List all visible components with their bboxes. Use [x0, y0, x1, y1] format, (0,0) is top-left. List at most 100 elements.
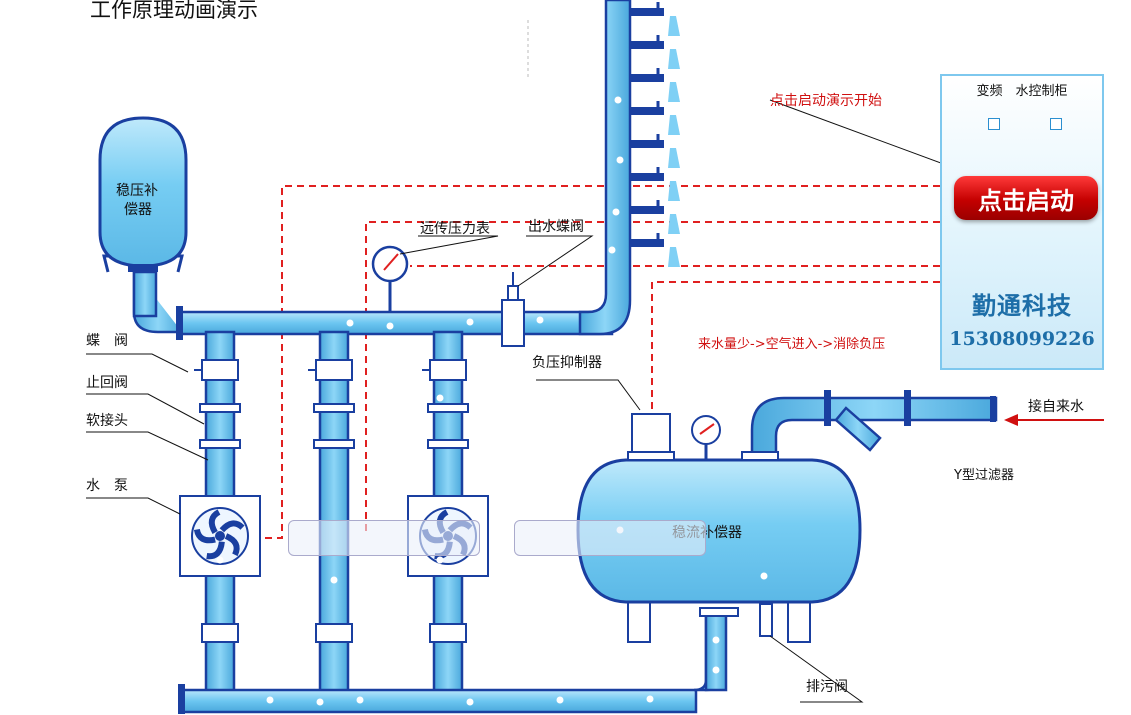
faucet-spout	[630, 173, 664, 181]
bubble	[614, 96, 622, 104]
control-cabinet-panel: 变频 水控制柜 点击启动 勤通科技 15308099226	[940, 74, 1104, 370]
faucet-icon	[630, 233, 680, 267]
page-title: 工作原理动画演示	[90, 0, 258, 22]
outlet-valve-label: 出水蝶阀	[528, 219, 584, 235]
bubble	[612, 208, 620, 216]
remote-pressure-gauge-icon	[371, 245, 409, 312]
bubble	[760, 572, 768, 580]
bubble	[216, 556, 224, 564]
pipe-2-check-valve	[313, 403, 355, 413]
inlet-label: 接自来水	[1028, 399, 1084, 415]
water-spray	[668, 49, 680, 69]
water-spray	[668, 214, 680, 234]
faucet-icon	[630, 68, 680, 102]
pipe-1-check-valve	[199, 403, 241, 413]
outlet-butterfly-valve	[501, 272, 525, 347]
signal-line-suppressor	[651, 281, 940, 412]
bubble	[556, 696, 564, 704]
fan-blade	[208, 509, 221, 534]
pipe-2-soft-joint	[313, 439, 355, 449]
pump-1	[179, 495, 261, 577]
faucet-icon	[630, 35, 680, 69]
fan-blade	[219, 520, 245, 533]
faucet-spout	[630, 41, 664, 49]
water-bubbles	[216, 96, 768, 706]
pump-label: 水 泵	[86, 478, 128, 494]
panel-header: 变频 水控制柜	[976, 84, 1068, 99]
faucet-spout	[630, 8, 664, 16]
faucet-spout	[630, 74, 664, 82]
water-spray	[668, 148, 680, 168]
bubble	[712, 636, 720, 644]
faucet-icon	[630, 2, 680, 36]
faucet-icon	[630, 134, 680, 168]
surge-tank-label-2: 偿器	[124, 202, 152, 218]
fan-blade	[206, 541, 225, 560]
faucet-spout	[630, 107, 664, 115]
bubble	[436, 556, 444, 564]
indicator-square-1	[988, 118, 1000, 130]
pipe-3-soft-joint	[427, 439, 469, 449]
signal-line-mid	[365, 221, 940, 535]
bubble	[608, 246, 616, 254]
bubble	[646, 695, 654, 703]
soft-joint-label: 软接头	[86, 413, 128, 429]
water-spray	[668, 181, 680, 201]
pipe-1-soft-joint	[199, 439, 241, 449]
faucet-icon	[630, 200, 680, 234]
tank-pressure-gauge-icon	[691, 415, 721, 460]
fan-hub	[215, 531, 225, 541]
hint-air-label: 来水量少->空气进入->消除负压	[698, 337, 886, 352]
pump-line-fittings	[194, 359, 469, 643]
fan-blade	[193, 528, 216, 544]
pipe-2-butterfly-valve	[315, 359, 353, 381]
faucet-icon	[630, 101, 680, 135]
bubble	[266, 696, 274, 704]
bubble	[466, 698, 474, 706]
suppressor-label: 负压抑制器	[532, 355, 602, 371]
bubble	[346, 319, 354, 327]
faucet-spout	[630, 239, 664, 247]
pipe-2-lower-valve	[315, 623, 353, 643]
bubble	[536, 316, 544, 324]
leader-lines	[86, 99, 1015, 703]
pipe-1-lower-valve	[201, 623, 239, 643]
pipe-3-lower-valve	[429, 623, 467, 643]
bubble	[386, 322, 394, 330]
faucet-icon	[630, 167, 680, 201]
drain-valve-label: 排污阀	[806, 679, 848, 695]
indicator-square-2	[1050, 118, 1062, 130]
fan-blade	[224, 533, 240, 557]
bubble	[356, 696, 364, 704]
water-spray	[668, 115, 680, 135]
bubble	[330, 576, 338, 584]
start-button[interactable]: 点击启动	[954, 176, 1098, 220]
bubble	[436, 394, 444, 402]
water-spray	[668, 82, 680, 102]
faucet-spout	[630, 206, 664, 214]
water-spray	[668, 16, 680, 36]
pipe-1-butterfly-valve	[201, 359, 239, 381]
butterfly-valve-label: 蝶 阀	[86, 333, 128, 349]
remote-gauge-label: 远传压力表	[420, 221, 490, 237]
pipe-3-butterfly-valve	[429, 359, 467, 381]
water-spray	[668, 247, 680, 267]
bubble	[616, 156, 624, 164]
tooltip-bubble-2	[514, 520, 706, 556]
hint-start-label: 点击启动演示开始	[770, 93, 882, 109]
surge-tank	[98, 116, 188, 273]
flanges	[176, 306, 996, 714]
tooltip-bubble-1	[288, 520, 480, 556]
brand-name: 勤通科技	[972, 291, 1072, 320]
arrow-left-icon	[1004, 414, 1104, 426]
bubble	[316, 698, 324, 706]
pipe-3-check-valve	[427, 403, 469, 413]
faucets	[630, 2, 680, 267]
surge-tank-label-1: 稳压补	[116, 183, 158, 199]
check-valve-label: 止回阀	[86, 375, 128, 391]
phone-number: 15308099226	[949, 328, 1095, 350]
bubble	[712, 666, 720, 674]
bubble	[466, 318, 474, 326]
y-filter-label: Y型过滤器	[954, 468, 1014, 483]
